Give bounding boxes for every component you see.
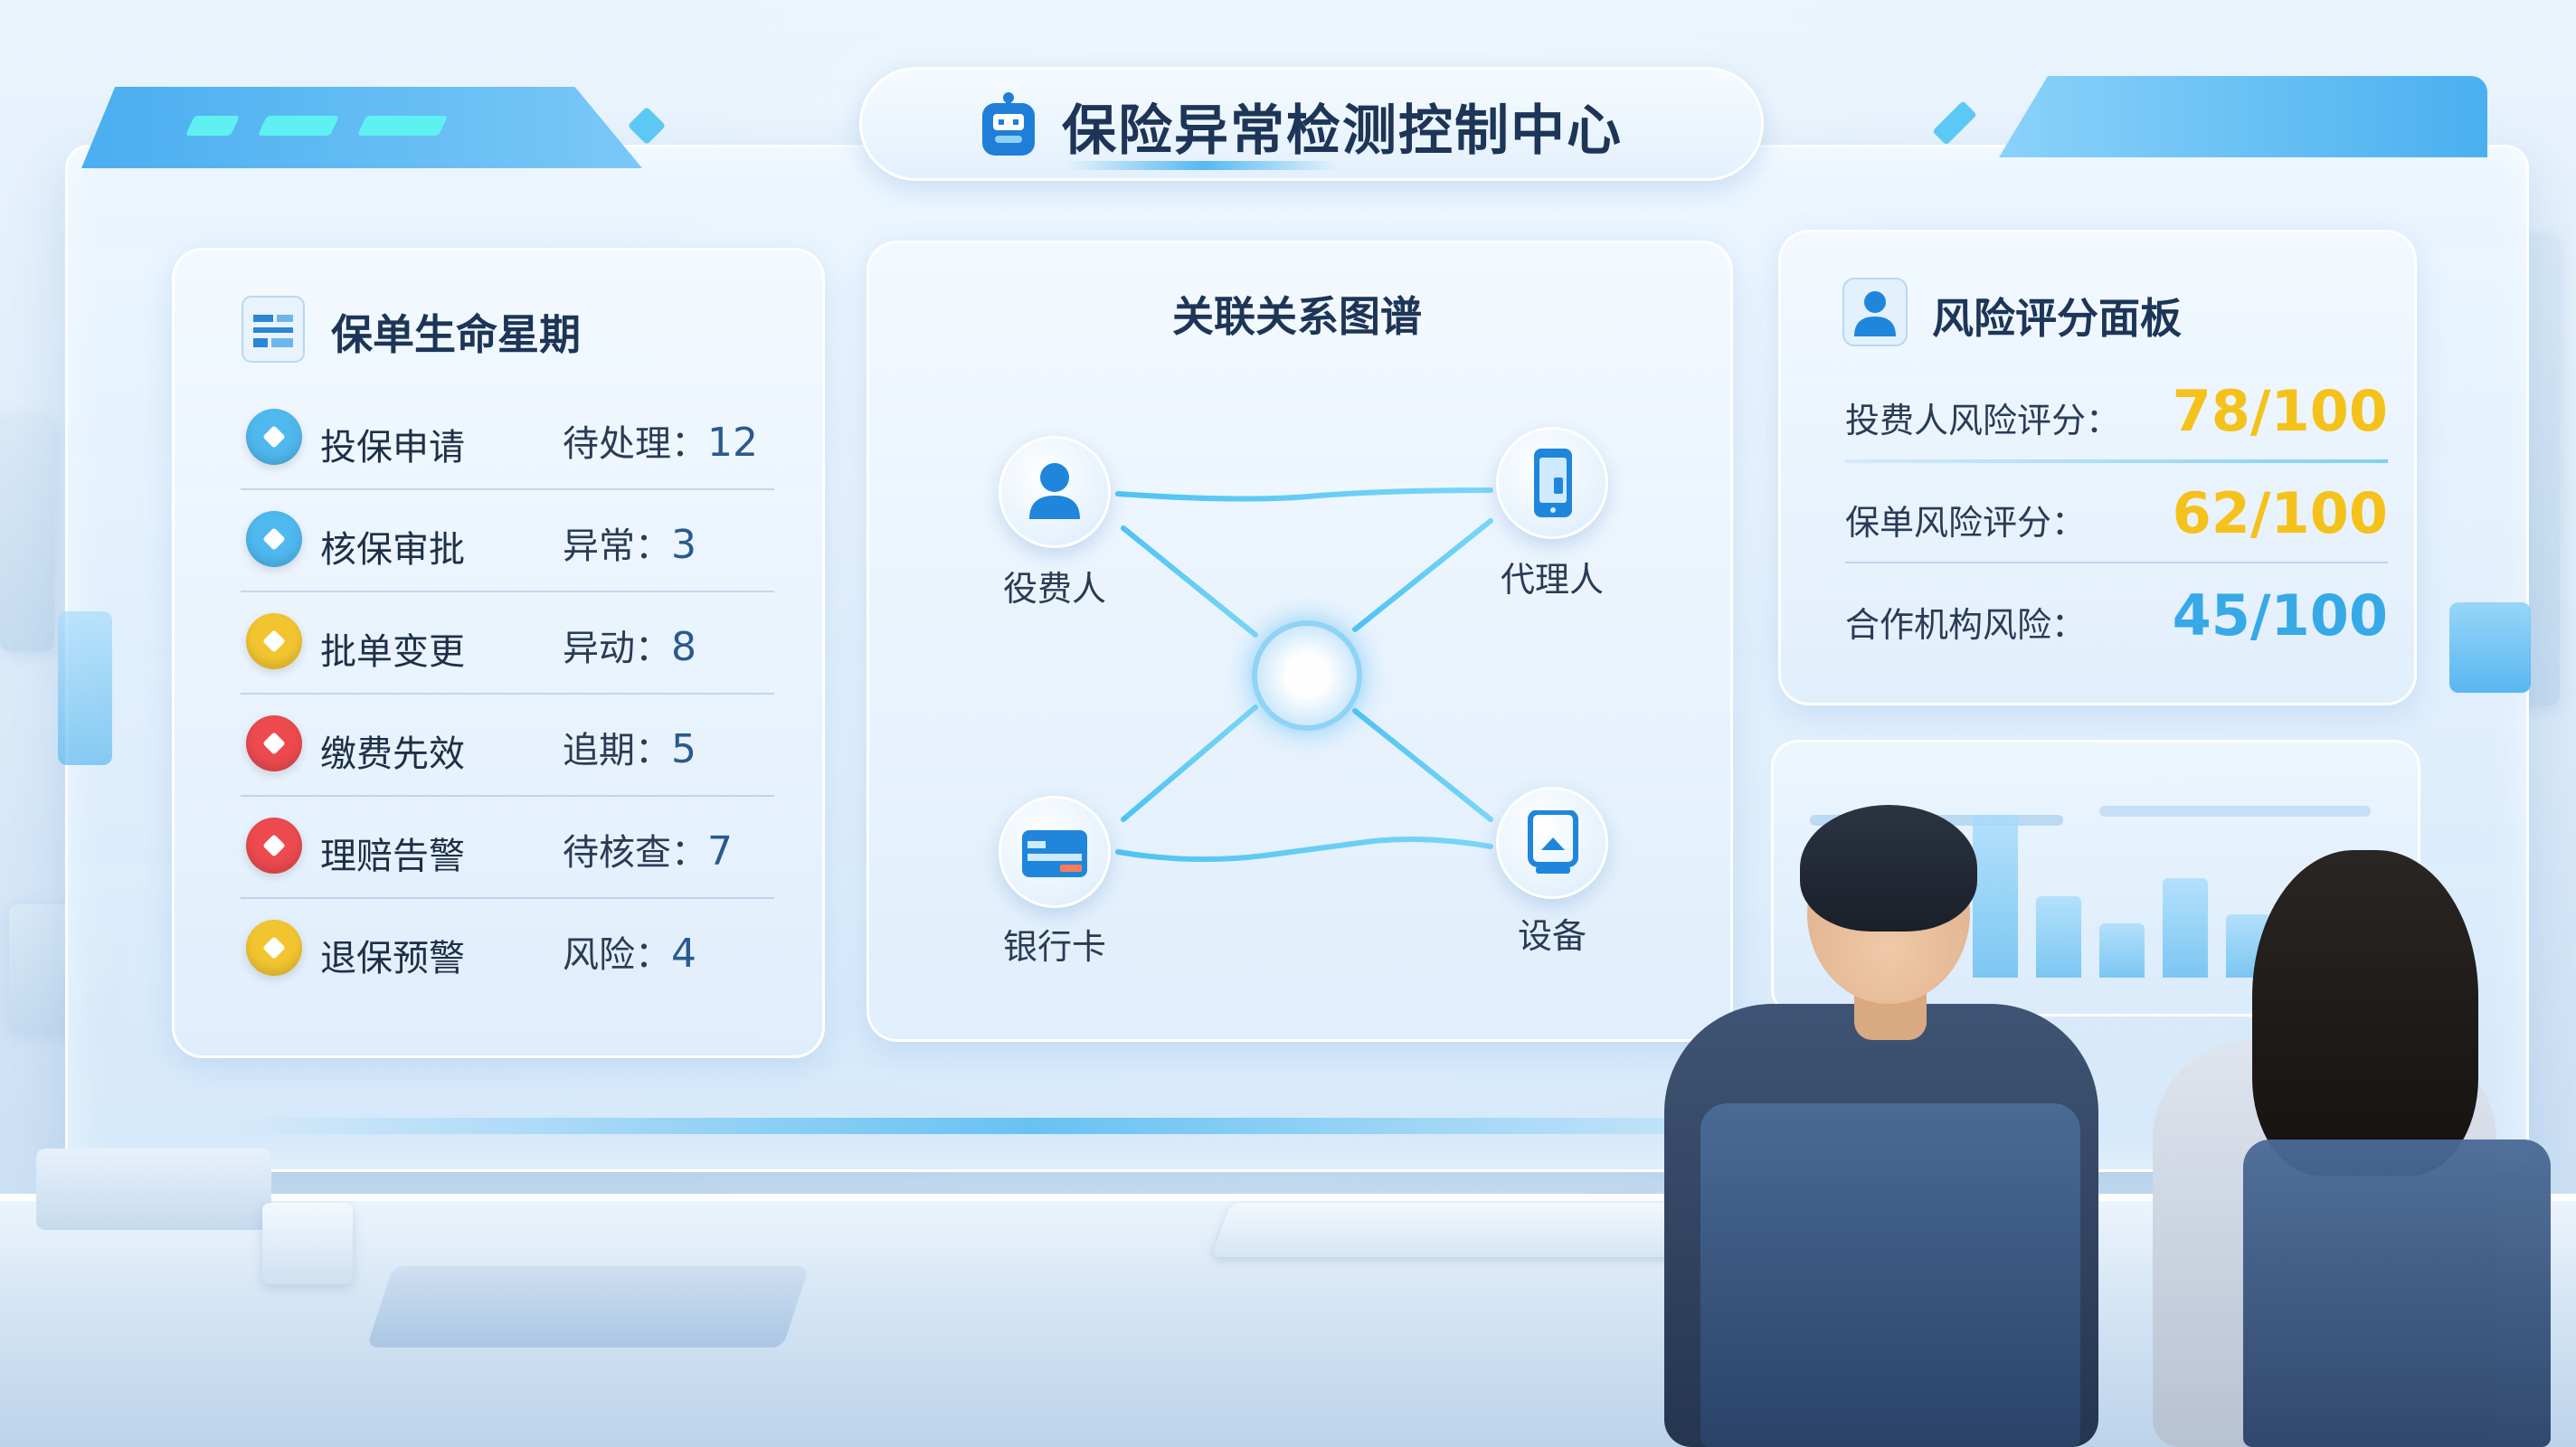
risk-panel-title: 风险评分面板 bbox=[1932, 294, 2182, 343]
divider bbox=[241, 693, 774, 695]
robot-icon bbox=[979, 90, 1038, 159]
chair-back bbox=[1700, 1103, 2080, 1447]
graph-node-agent[interactable] bbox=[1496, 427, 1608, 539]
page-title: 保险异常检测控制中心 bbox=[1062, 99, 1623, 163]
divider bbox=[1845, 459, 2388, 463]
lifecycle-item[interactable]: 核保审批 异常：3 bbox=[241, 491, 774, 592]
diamond-icon bbox=[246, 715, 302, 771]
divider bbox=[241, 488, 774, 490]
placeholder-line bbox=[2099, 806, 2371, 817]
lifecycle-item-status: 异动：8 bbox=[563, 624, 696, 670]
risk-score-row[interactable]: 投费人风险评分： 78/100 bbox=[1845, 362, 2388, 463]
risk-score-value: 45/100 bbox=[2172, 582, 2388, 648]
divider bbox=[241, 795, 774, 797]
lifecycle-item-status: 风险：4 bbox=[563, 931, 696, 977]
lifecycle-item-status: 待处理：12 bbox=[563, 420, 758, 466]
graph-node-label: 役费人 bbox=[1002, 569, 1106, 609]
chair-back bbox=[2243, 1140, 2551, 1447]
device-icon bbox=[1528, 810, 1578, 874]
risk-score-row[interactable]: 保单风险评分： 62/100 bbox=[1845, 464, 2388, 565]
lifecycle-item-label: 退保预警 bbox=[320, 938, 465, 979]
desk-cube bbox=[262, 1203, 353, 1284]
side-structure-left bbox=[0, 416, 54, 651]
bank-card-icon bbox=[1022, 830, 1087, 877]
lifecycle-item-label: 缴费先效 bbox=[320, 733, 465, 775]
side-tab-decor bbox=[2449, 602, 2531, 693]
user-profile-icon bbox=[1842, 277, 1908, 347]
lifecycle-item-label: 投保申请 bbox=[320, 427, 465, 468]
decor-bar bbox=[2163, 878, 2208, 978]
divider bbox=[241, 591, 774, 592]
desk-edge bbox=[0, 1194, 2576, 1201]
risk-score-row[interactable]: 合作机构风险： 45/100 bbox=[1845, 566, 2388, 667]
lifecycle-item-label: 理赔告警 bbox=[320, 836, 465, 877]
diamond-icon bbox=[246, 613, 302, 669]
diamond-icon bbox=[246, 920, 302, 976]
divider bbox=[241, 897, 774, 899]
lifecycle-item[interactable]: 理赔告警 待核查：7 bbox=[241, 798, 774, 899]
lifecycle-item-status: 追期：5 bbox=[563, 726, 696, 772]
title-underline bbox=[1067, 161, 1339, 170]
lifecycle-item-label: 批单变更 bbox=[320, 631, 465, 673]
lifecycle-list: 投保申请 待处理：12 核保审批 异常：3 批单变更 异动：8 缴费先效 追期：… bbox=[241, 389, 774, 1004]
risk-score-list: 投费人风险评分： 78/100 保单风险评分： 62/100 合作机构风险： 4… bbox=[1845, 362, 2388, 669]
risk-score-label: 合作机构风险： bbox=[1845, 605, 2087, 645]
divider bbox=[1845, 562, 2388, 563]
risk-score-value: 78/100 bbox=[2172, 378, 2388, 444]
decor-bar bbox=[1973, 815, 2018, 978]
screen-lower-rail bbox=[235, 1118, 1827, 1134]
document-list-icon bbox=[241, 295, 306, 364]
header-stripe bbox=[257, 116, 340, 136]
decor-bar bbox=[2099, 923, 2145, 978]
lifecycle-item-label: 核保审批 bbox=[320, 529, 465, 571]
lifecycle-item[interactable]: 批单变更 异动：8 bbox=[241, 593, 774, 695]
graph-hub-node[interactable] bbox=[1252, 620, 1362, 731]
risk-score-label: 保单风险评分： bbox=[1845, 503, 2087, 543]
header-stripe bbox=[185, 116, 241, 136]
graph-node-device[interactable] bbox=[1496, 787, 1608, 899]
lifecycle-item[interactable]: 投保申请 待处理：12 bbox=[241, 389, 774, 490]
risk-score-value: 62/100 bbox=[2172, 480, 2388, 546]
lifecycle-item[interactable]: 退保预警 风险：4 bbox=[241, 900, 774, 1001]
person-woman-hair bbox=[2252, 850, 2478, 1176]
diamond-icon bbox=[246, 511, 302, 567]
diamond-icon bbox=[246, 818, 302, 874]
graph-node-insurer[interactable] bbox=[999, 436, 1111, 548]
lifecycle-item-status: 异常：3 bbox=[563, 522, 696, 568]
graph-node-label: 设备 bbox=[1517, 916, 1586, 956]
screen-header-right-bar bbox=[1999, 76, 2487, 157]
screen-header-left-bar bbox=[81, 87, 642, 168]
graph-node-bank-card[interactable] bbox=[999, 796, 1111, 908]
side-tab-decor-left bbox=[58, 611, 112, 765]
graph-node-label: 代理人 bbox=[1500, 560, 1604, 600]
lifecycle-item-status: 待核查：7 bbox=[563, 828, 733, 875]
person-icon bbox=[1029, 463, 1080, 519]
person-man-hair bbox=[1800, 805, 1977, 932]
desk-tray bbox=[366, 1266, 810, 1348]
keyboard bbox=[1211, 1203, 1738, 1257]
graph-node-label: 银行卡 bbox=[1002, 927, 1106, 967]
desk-box-stack bbox=[36, 1149, 271, 1230]
phone-icon bbox=[1534, 449, 1572, 517]
diamond-icon bbox=[246, 409, 302, 465]
lifecycle-item[interactable]: 缴费先效 追期：5 bbox=[241, 695, 774, 797]
lifecycle-panel-title: 保单生命星期 bbox=[331, 310, 581, 359]
header-stripe bbox=[356, 116, 449, 136]
graph-panel-title: 关联关系图谱 bbox=[1172, 292, 1422, 341]
risk-score-label: 投费人风险评分： bbox=[1845, 401, 2121, 440]
graph-edges bbox=[1115, 487, 1493, 863]
decor-bar bbox=[2036, 896, 2081, 978]
